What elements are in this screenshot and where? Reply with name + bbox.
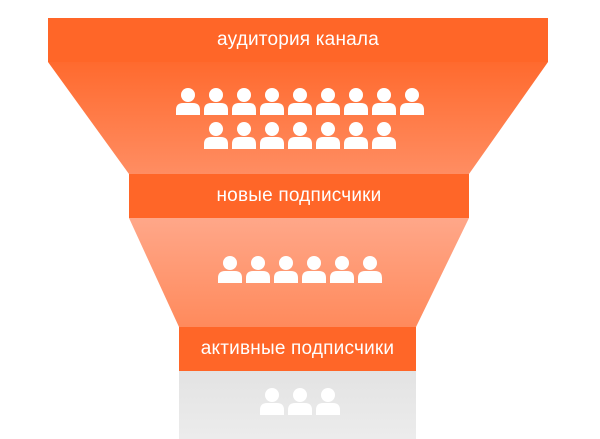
person-icon <box>218 256 242 283</box>
funnel-section-audience <box>48 62 548 174</box>
person-icon <box>260 388 284 415</box>
person-icon <box>330 256 354 283</box>
funnel-section-new-subscribers <box>129 218 469 327</box>
person-icon <box>372 88 396 115</box>
person-icon <box>372 122 396 149</box>
person-icon <box>204 122 228 149</box>
person-icon <box>288 88 312 115</box>
person-icon <box>316 88 340 115</box>
stage-label-audience: аудитория канала <box>48 18 548 62</box>
person-icon <box>316 122 340 149</box>
person-icon <box>400 88 424 115</box>
person-icon <box>288 122 312 149</box>
person-icon <box>204 88 228 115</box>
person-icon <box>358 256 382 283</box>
people-row-active-subscribers <box>0 387 600 415</box>
people-row-new-subscribers <box>0 255 600 283</box>
person-icon <box>274 256 298 283</box>
person-icon <box>344 88 368 115</box>
stage-label-active-subscribers: активные подписчики <box>179 327 416 371</box>
stage-label-new-subscribers: новые подписчики <box>129 174 469 218</box>
person-icon <box>344 122 368 149</box>
person-icon <box>176 88 200 115</box>
people-row-audience-bottom <box>0 121 600 149</box>
person-icon <box>246 256 270 283</box>
person-icon <box>302 256 326 283</box>
people-row-audience-top <box>0 87 600 115</box>
person-icon <box>232 122 256 149</box>
person-icon <box>316 388 340 415</box>
person-icon <box>260 122 284 149</box>
person-icon <box>288 388 312 415</box>
person-icon <box>232 88 256 115</box>
person-icon <box>260 88 284 115</box>
